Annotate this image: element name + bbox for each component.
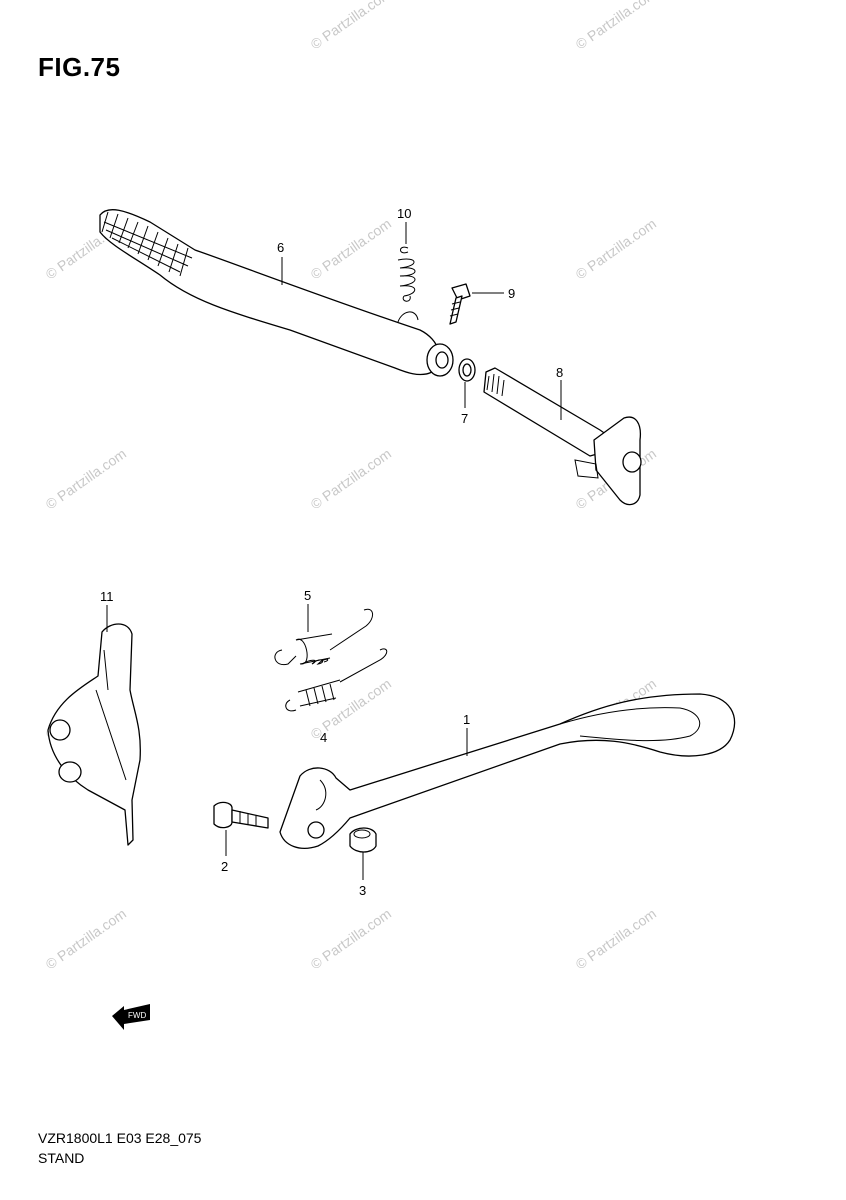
watermark: © Partzilla.com <box>43 905 129 972</box>
callout-10-group: 10 <box>397 206 411 244</box>
front-arrow-label: FWD <box>128 1011 146 1020</box>
part-5-spring <box>274 608 373 666</box>
part-2-bolt <box>213 801 269 829</box>
part-1-stand <box>279 693 736 849</box>
watermark: © Partzilla.com <box>573 215 659 282</box>
callout-3: 3 <box>359 883 366 898</box>
callout-11-group: 11 <box>100 589 114 632</box>
watermark: © Partzilla.com <box>308 215 394 282</box>
callout-3-group: 3 <box>359 852 366 898</box>
callout-5: 5 <box>304 588 311 603</box>
callout-7-group: 7 <box>461 382 468 426</box>
callout-6: 6 <box>277 240 284 255</box>
watermark: © Partzilla.com <box>573 905 659 972</box>
part-8-shaft <box>483 367 642 506</box>
front-arrow-icon: FWD <box>112 1004 150 1030</box>
part-10-spring <box>397 246 416 302</box>
watermark: © Partzilla.com <box>43 445 129 512</box>
watermark: © Partzilla.com <box>573 0 659 52</box>
callout-6-group: 6 <box>277 240 284 285</box>
watermark: © Partzilla.com <box>308 445 394 512</box>
callout-10: 10 <box>397 206 411 221</box>
callout-1-group: 1 <box>463 712 470 756</box>
callout-2: 2 <box>221 859 228 874</box>
part-4-spring <box>285 648 388 712</box>
callout-1: 1 <box>463 712 470 727</box>
callout-9-group: 9 <box>472 286 515 301</box>
section-name: STAND <box>38 1150 85 1166</box>
callout-4: 4 <box>320 730 327 745</box>
watermark: © Partzilla.com <box>308 0 394 52</box>
callout-8-group: 8 <box>556 365 563 420</box>
callout-8: 8 <box>556 365 563 380</box>
callout-7: 7 <box>461 411 468 426</box>
callout-5-group: 5 <box>304 588 311 632</box>
part-11-bracket <box>47 623 141 846</box>
watermark: © Partzilla.com <box>308 905 394 972</box>
callout-2-group: 2 <box>221 830 228 874</box>
part-3-nut <box>349 827 377 853</box>
part-7-washer <box>458 358 476 382</box>
callout-4-group: 4 <box>320 730 327 745</box>
callout-11: 11 <box>100 589 114 604</box>
page-title: FIG.75 <box>38 52 121 82</box>
callout-9: 9 <box>508 286 515 301</box>
model-code: VZR1800L1 E03 E28_075 <box>38 1130 202 1146</box>
part-9-bolt <box>449 283 471 325</box>
watermark-layer: © Partzilla.com © Partzilla.com © Partzi… <box>43 0 659 972</box>
part-6-arm <box>99 209 454 377</box>
